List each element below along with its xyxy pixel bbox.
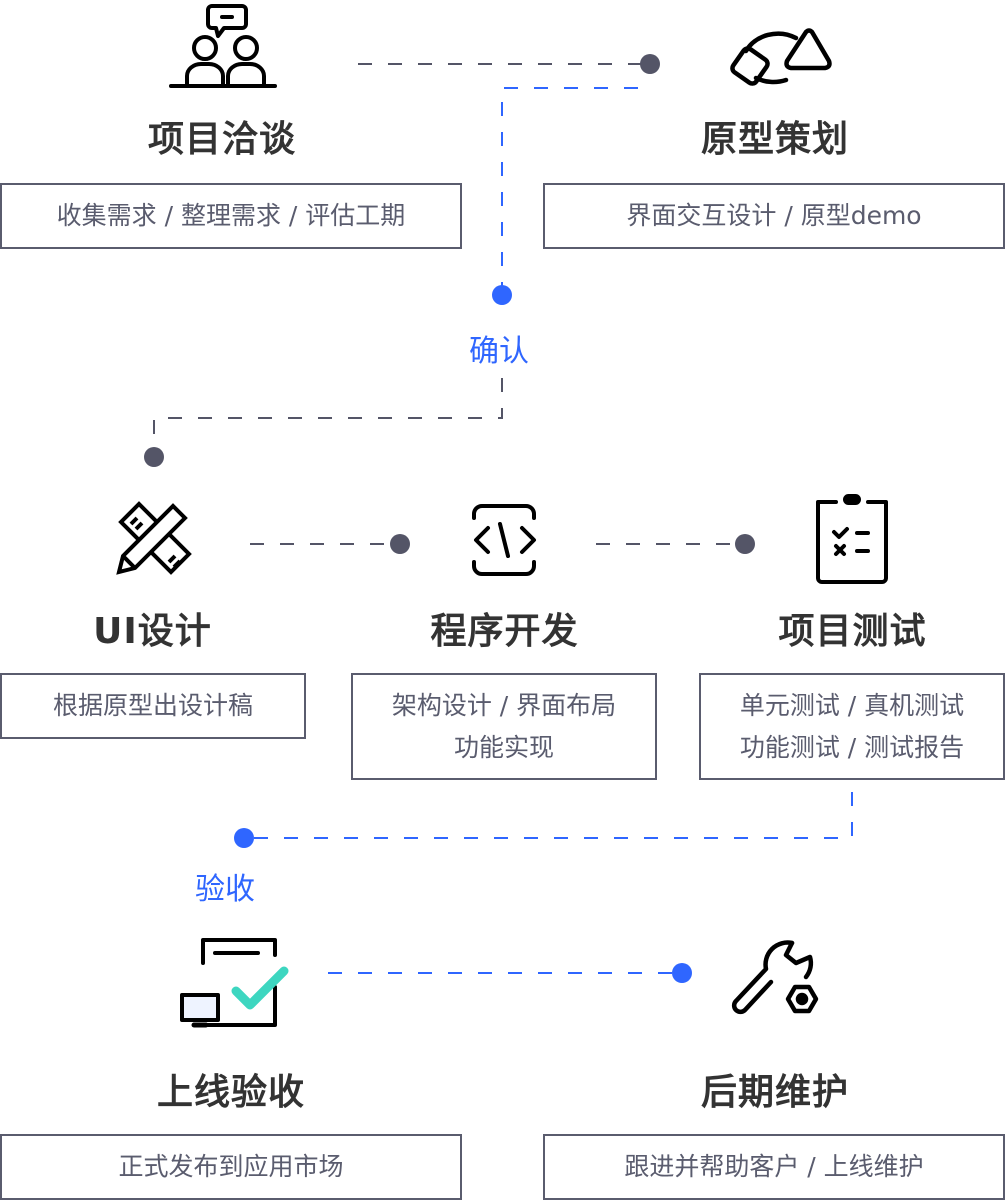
- desc-line: 收集需求 / 整理需求 / 评估工期: [56, 201, 406, 230]
- node-dot-confirm: [492, 285, 512, 305]
- desc-line: 界面交互设计 / 原型demo: [626, 201, 922, 230]
- wrench-nut-icon: [731, 940, 819, 1015]
- desc-line: 架构设计 / 界面布局: [391, 690, 617, 720]
- step-title-prototype: 原型策划: [700, 119, 849, 160]
- node-dot-maintenance: [672, 963, 692, 983]
- connector-prototype-confirm: [501, 87, 638, 295]
- step-title-development: 程序开发: [430, 611, 579, 652]
- desc-line: 功能测试 / 测试报告: [739, 732, 965, 762]
- step-title-maintenance: 后期维护: [700, 1072, 849, 1113]
- code-icon: [472, 504, 536, 576]
- desc-line: 正式发布到应用市场: [118, 1152, 344, 1181]
- step-title-testing: 项目测试: [778, 611, 927, 652]
- step-desc-maintenance: 跟进并帮助客户 / 上线维护: [543, 1134, 1005, 1200]
- checklist-clipboard-icon: [816, 494, 888, 584]
- node-dot-test: [735, 534, 755, 554]
- node-dot-acceptance: [234, 828, 254, 848]
- node-dot-ui: [144, 447, 164, 467]
- step-title-launch: 上线验收: [156, 1072, 305, 1113]
- step-desc-development: 架构设计 / 界面布局 功能实现: [351, 673, 657, 780]
- meeting-people-icon: [169, 4, 277, 88]
- phase-label-confirm: 确认: [469, 334, 529, 369]
- desc-line: 跟进并帮助客户 / 上线维护: [624, 1152, 924, 1181]
- connector-confirm-ui: [153, 378, 503, 457]
- step-desc-launch: 正式发布到应用市场: [0, 1134, 462, 1200]
- desc-line: 根据原型出设计稿: [52, 691, 253, 720]
- step-desc-ui: 根据原型出设计稿: [0, 673, 306, 739]
- shapes-icon: [730, 28, 832, 86]
- document-check-monitor-icon: [180, 938, 289, 1028]
- pencil-ruler-icon: [116, 501, 192, 575]
- desc-line: 功能实现: [453, 732, 554, 762]
- step-title-ui: UI设计: [93, 611, 212, 652]
- step-desc-prototype: 界面交互设计 / 原型demo: [543, 183, 1005, 249]
- step-desc-testing: 单元测试 / 真机测试 功能测试 / 测试报告: [699, 673, 1005, 780]
- desc-line: 单元测试 / 真机测试: [739, 690, 965, 720]
- step-title-negotiation: 项目洽谈: [147, 119, 296, 160]
- node-dot-dev: [390, 534, 410, 554]
- node-dot-prototype: [640, 54, 660, 74]
- phase-label-acceptance: 验收: [195, 872, 255, 907]
- step-desc-negotiation: 收集需求 / 整理需求 / 评估工期: [0, 183, 462, 249]
- connector-test-acceptance: [244, 792, 853, 839]
